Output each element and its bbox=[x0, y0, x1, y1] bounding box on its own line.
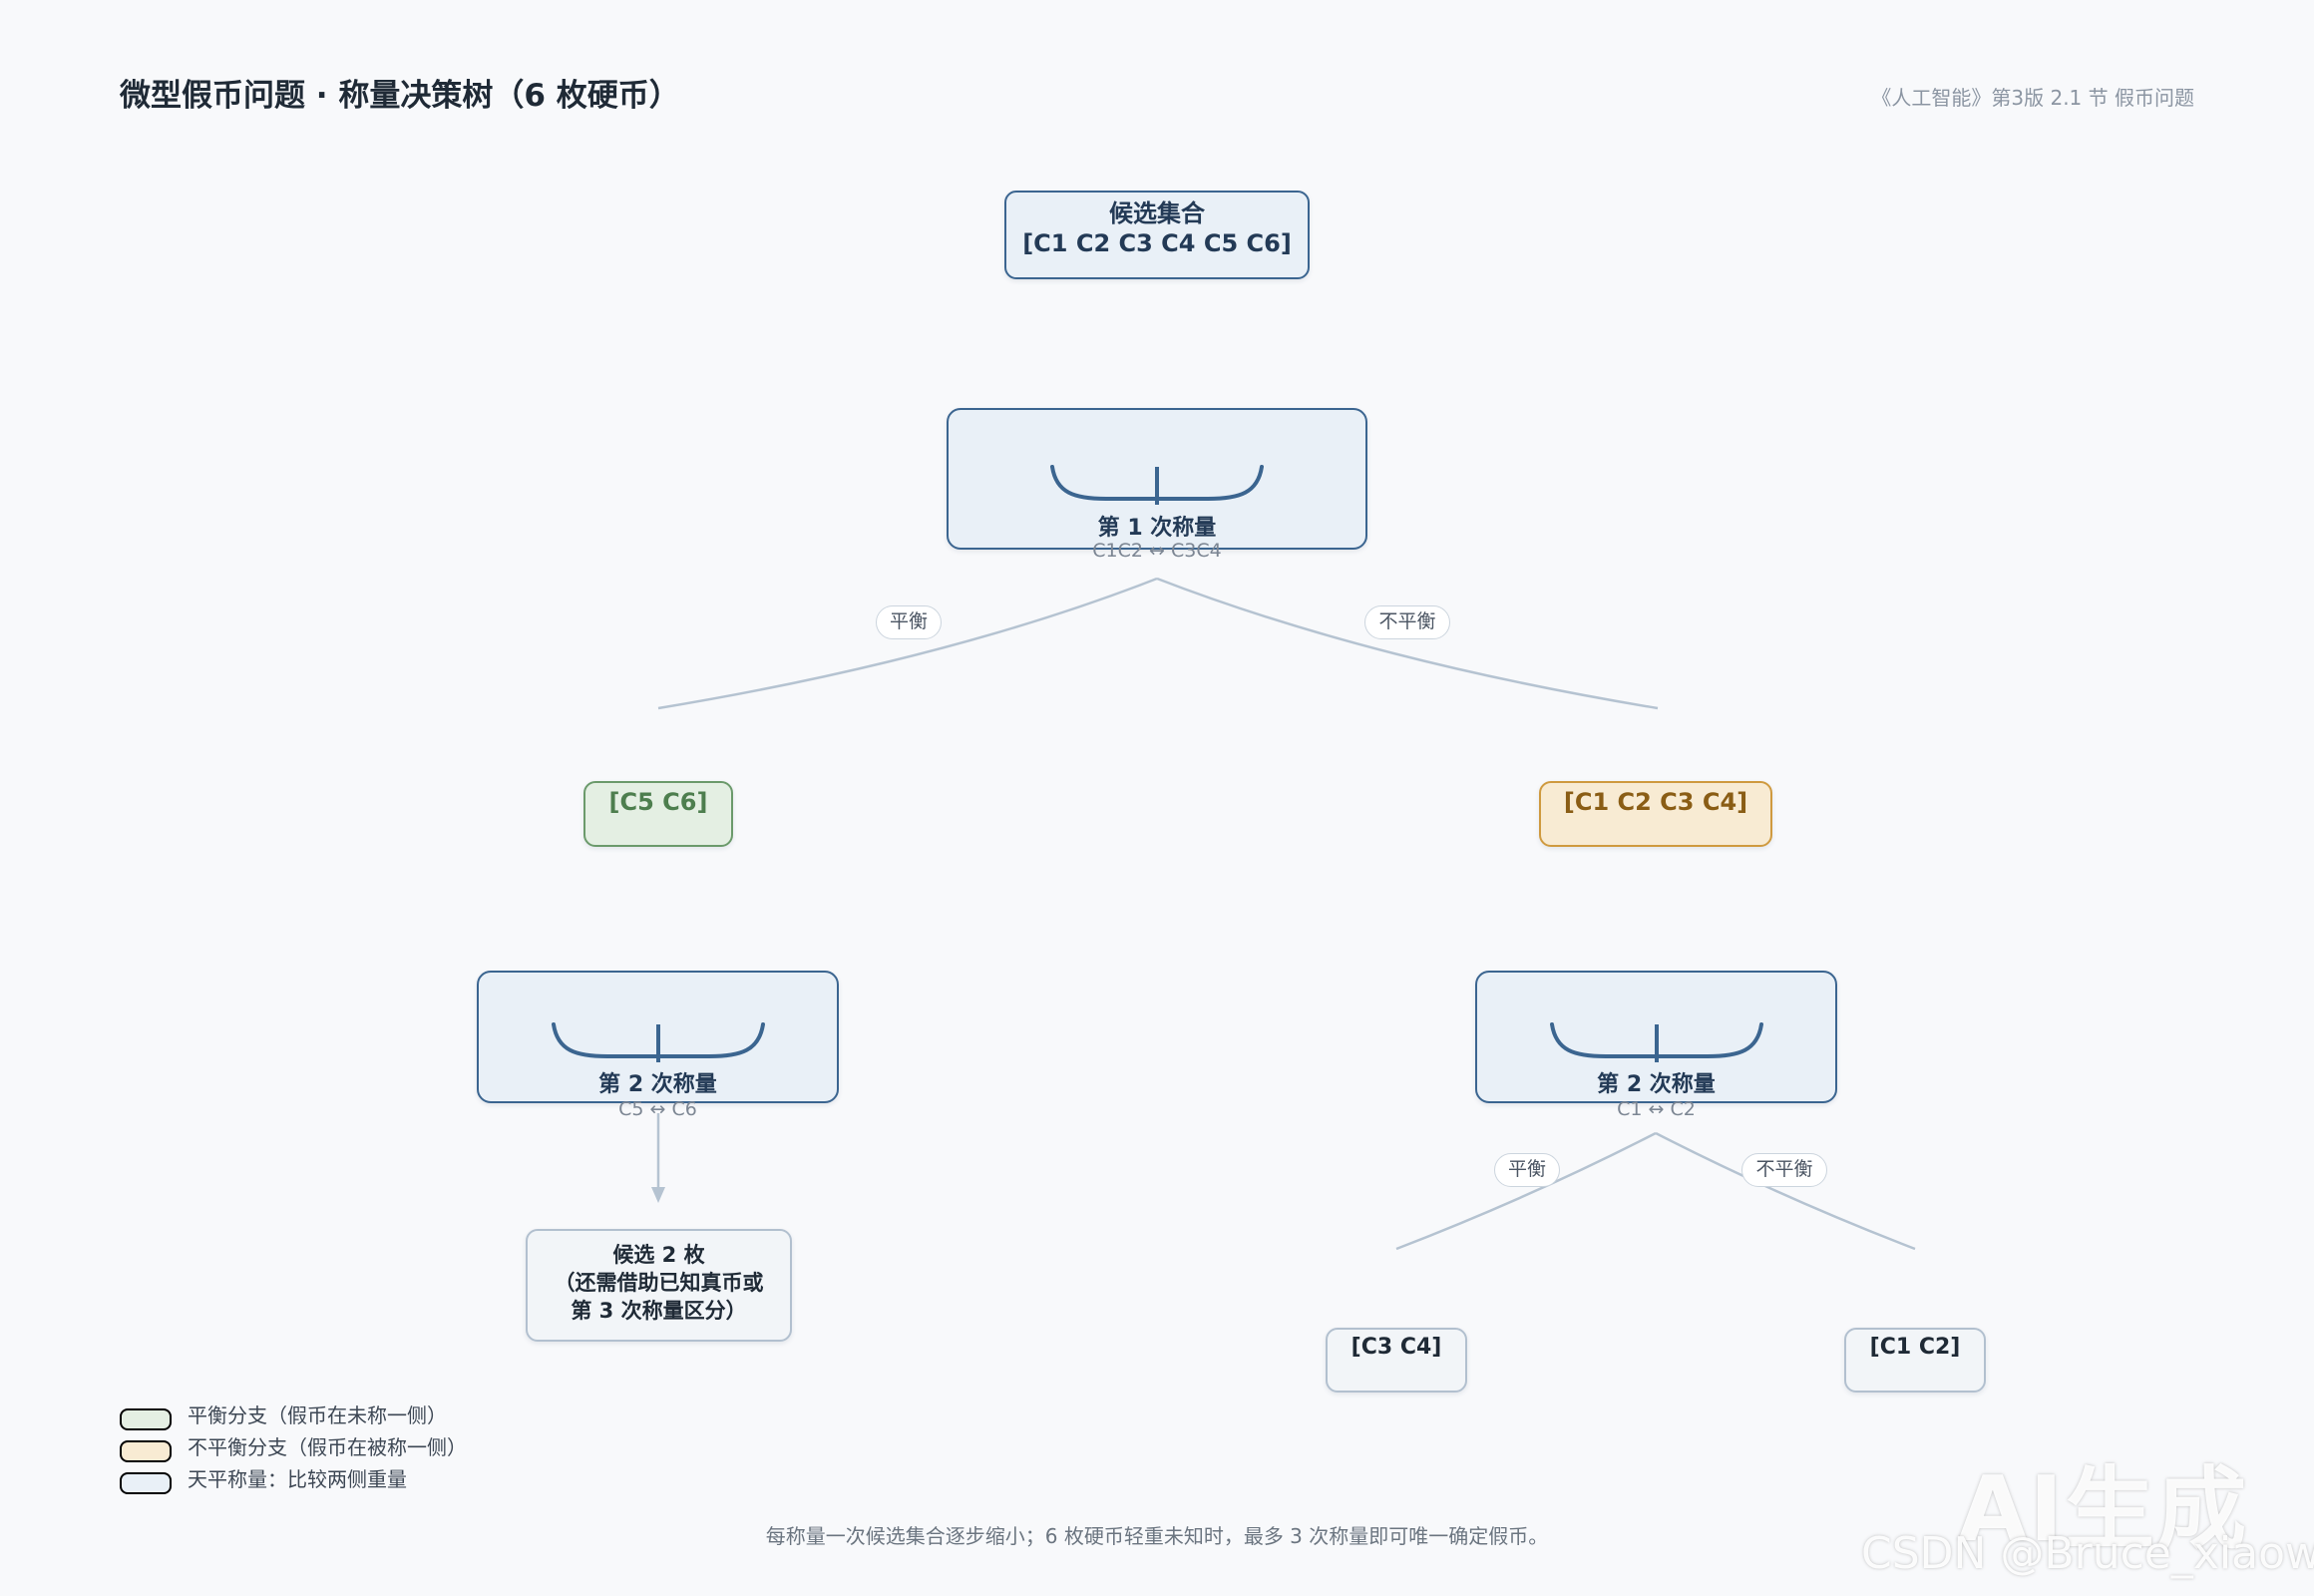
legend-label-balanced: 平衡分支（假币在未称一侧） bbox=[188, 1403, 447, 1427]
legend-label-unbalanced: 不平衡分支（假币在被称一侧） bbox=[188, 1435, 467, 1459]
branch-label-balanced: 平衡 bbox=[876, 605, 942, 639]
weighing-2-right-label: 第 2 次称量 bbox=[1597, 1072, 1716, 1097]
branch-label-unbalanced: 不平衡 bbox=[1364, 605, 1450, 639]
legend-swatch-balanced bbox=[120, 1408, 172, 1430]
root-candidate-node: 候选集合 [C1 C2 C3 C4 C5 C6] bbox=[1004, 191, 1310, 279]
weighing-1-node: 第 1 次称量 bbox=[947, 408, 1367, 550]
weighing-2-left-node: 第 2 次称量 bbox=[477, 971, 839, 1103]
root-candidate-label: 候选集合 bbox=[1109, 200, 1205, 227]
legend-swatch-unbalanced bbox=[120, 1440, 172, 1462]
root-candidate-set: [C1 C2 C3 C4 C5 C6] bbox=[1022, 229, 1292, 257]
page-title: 微型假币问题 · 称量决策树（6 枚硬币） bbox=[120, 78, 680, 114]
weighing-1-label: 第 1 次称量 bbox=[1097, 516, 1217, 541]
source-reference: 《人工智能》第3版 2.1 节 假币问题 bbox=[1871, 86, 2194, 110]
branch-label-balanced-2: 平衡 bbox=[1494, 1153, 1560, 1187]
weighing-2-right-comparison: C1 ↔ C2 bbox=[1617, 1098, 1696, 1120]
balance-scale-icon bbox=[1050, 465, 1264, 505]
weighing-2-right-node: 第 2 次称量 bbox=[1475, 971, 1837, 1103]
leaf-balanced-node: [C3 C4] bbox=[1326, 1328, 1467, 1393]
watermark-csdn: CSDN @Bruce_xiaowei bbox=[1861, 1528, 2314, 1579]
branch-label-unbalanced-2: 不平衡 bbox=[1741, 1153, 1827, 1187]
footnote: 每称量一次候选集合逐步缩小；6 枚硬币轻重未知时，最多 3 次称量即可唯一确定假… bbox=[765, 1524, 1549, 1548]
result-two-candidates-node: 候选 2 枚 （还需借助已知真币或 第 3 次称量区分） bbox=[526, 1229, 792, 1342]
unbalanced-set-node: [C1 C2 C3 C4] bbox=[1539, 781, 1772, 847]
legend-swatch-scale bbox=[120, 1472, 172, 1494]
result-line-2: （还需借助已知真币或 bbox=[554, 1271, 764, 1295]
balance-scale-icon bbox=[551, 1022, 765, 1062]
edge-weighing2-right-to-leaf-balanced bbox=[1395, 1131, 1657, 1251]
weighing-2-left-label: 第 2 次称量 bbox=[598, 1072, 717, 1097]
weighing-1-comparison: C1C2 ↔ C3C4 bbox=[1092, 540, 1222, 562]
legend-label-scale: 天平称量：比较两侧重量 bbox=[188, 1467, 407, 1491]
balanced-set-node: [C5 C6] bbox=[583, 781, 733, 847]
result-line-3: 第 3 次称量区分） bbox=[571, 1299, 747, 1323]
result-line-1: 候选 2 枚 bbox=[612, 1243, 705, 1267]
weighing-2-left-comparison: C5 ↔ C6 bbox=[618, 1098, 697, 1120]
leaf-unbalanced-node: [C1 C2] bbox=[1844, 1328, 1986, 1393]
edge-root-to-unbalanced bbox=[1156, 577, 1659, 710]
watermark-ai-generated: AI生成 bbox=[1958, 1457, 2249, 1562]
balance-scale-icon bbox=[1549, 1022, 1763, 1062]
edge-root-to-balanced bbox=[657, 577, 1158, 710]
edge-weighing2-right-to-leaf-unbalanced bbox=[1655, 1131, 1916, 1251]
